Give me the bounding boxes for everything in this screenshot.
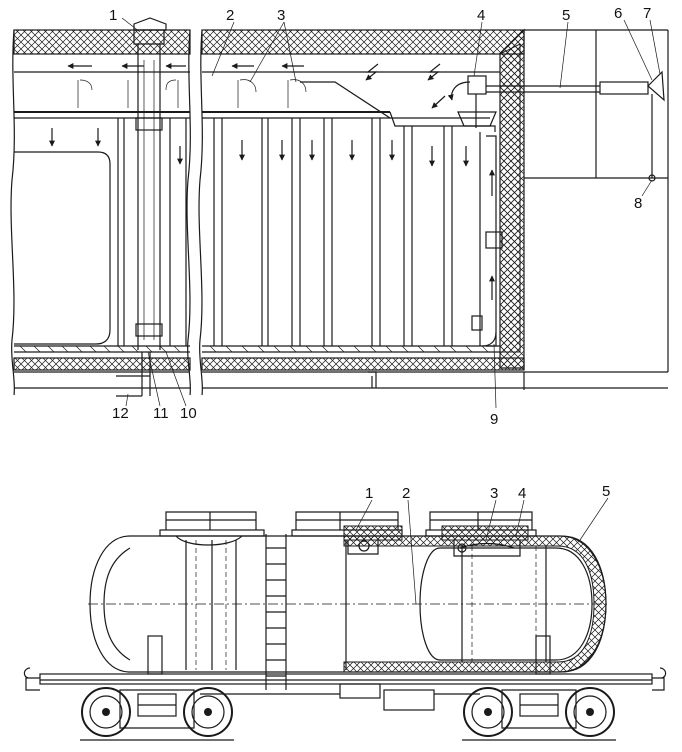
vertical-ventilation-pipe (133, 17, 167, 350)
callout-top-10: 10 (180, 405, 197, 422)
top-section-diagram (10, 17, 669, 409)
roof-insulation-right (201, 29, 525, 55)
callout-top-11: 11 (153, 405, 169, 422)
callout-bottom-1: 1 (365, 485, 373, 502)
floor-grating (14, 345, 500, 353)
callout-top-7: 7 (643, 5, 651, 22)
callout-bottom-3: 3 (490, 485, 498, 502)
leader-lines-top (121, 17, 661, 409)
airflow-arrows-cargo (239, 140, 495, 300)
callout-top-8: 8 (634, 195, 642, 212)
callout-top-1: 1 (109, 7, 117, 24)
callout-top-2: 2 (226, 7, 234, 24)
top-callout-labels: 1 2 3 4 5 6 7 8 9 10 11 12 (109, 5, 651, 428)
tank-car-diagram (23, 497, 667, 741)
ladder (265, 534, 287, 690)
floor-insulation-right (201, 357, 525, 371)
callout-top-12: 12 (112, 405, 129, 422)
underframe (23, 635, 667, 711)
callout-top-3: 3 (277, 7, 285, 24)
tank-insulation (343, 535, 607, 673)
floor-insulation-left (13, 357, 191, 371)
dome-right (441, 525, 529, 557)
leader-lines-bottom (355, 497, 609, 605)
callout-bottom-4: 4 (518, 485, 526, 502)
callout-top-9: 9 (490, 411, 498, 428)
cargo-stack (213, 118, 481, 346)
callout-bottom-5: 5 (602, 483, 610, 500)
callout-top-4: 4 (477, 7, 485, 24)
callout-top-5: 5 (562, 7, 570, 24)
dome-left (343, 525, 403, 555)
inner-tank (419, 547, 593, 661)
fan-assembly (457, 70, 665, 182)
bogie-right (462, 687, 616, 741)
callout-bottom-2: 2 (402, 485, 410, 502)
bottom-callout-labels: 1 2 3 4 5 (365, 483, 610, 502)
callout-top-6: 6 (614, 5, 622, 22)
airflow-arrows-left (49, 128, 183, 165)
bogie-left (80, 687, 234, 741)
roof-insulation-left (13, 29, 191, 55)
